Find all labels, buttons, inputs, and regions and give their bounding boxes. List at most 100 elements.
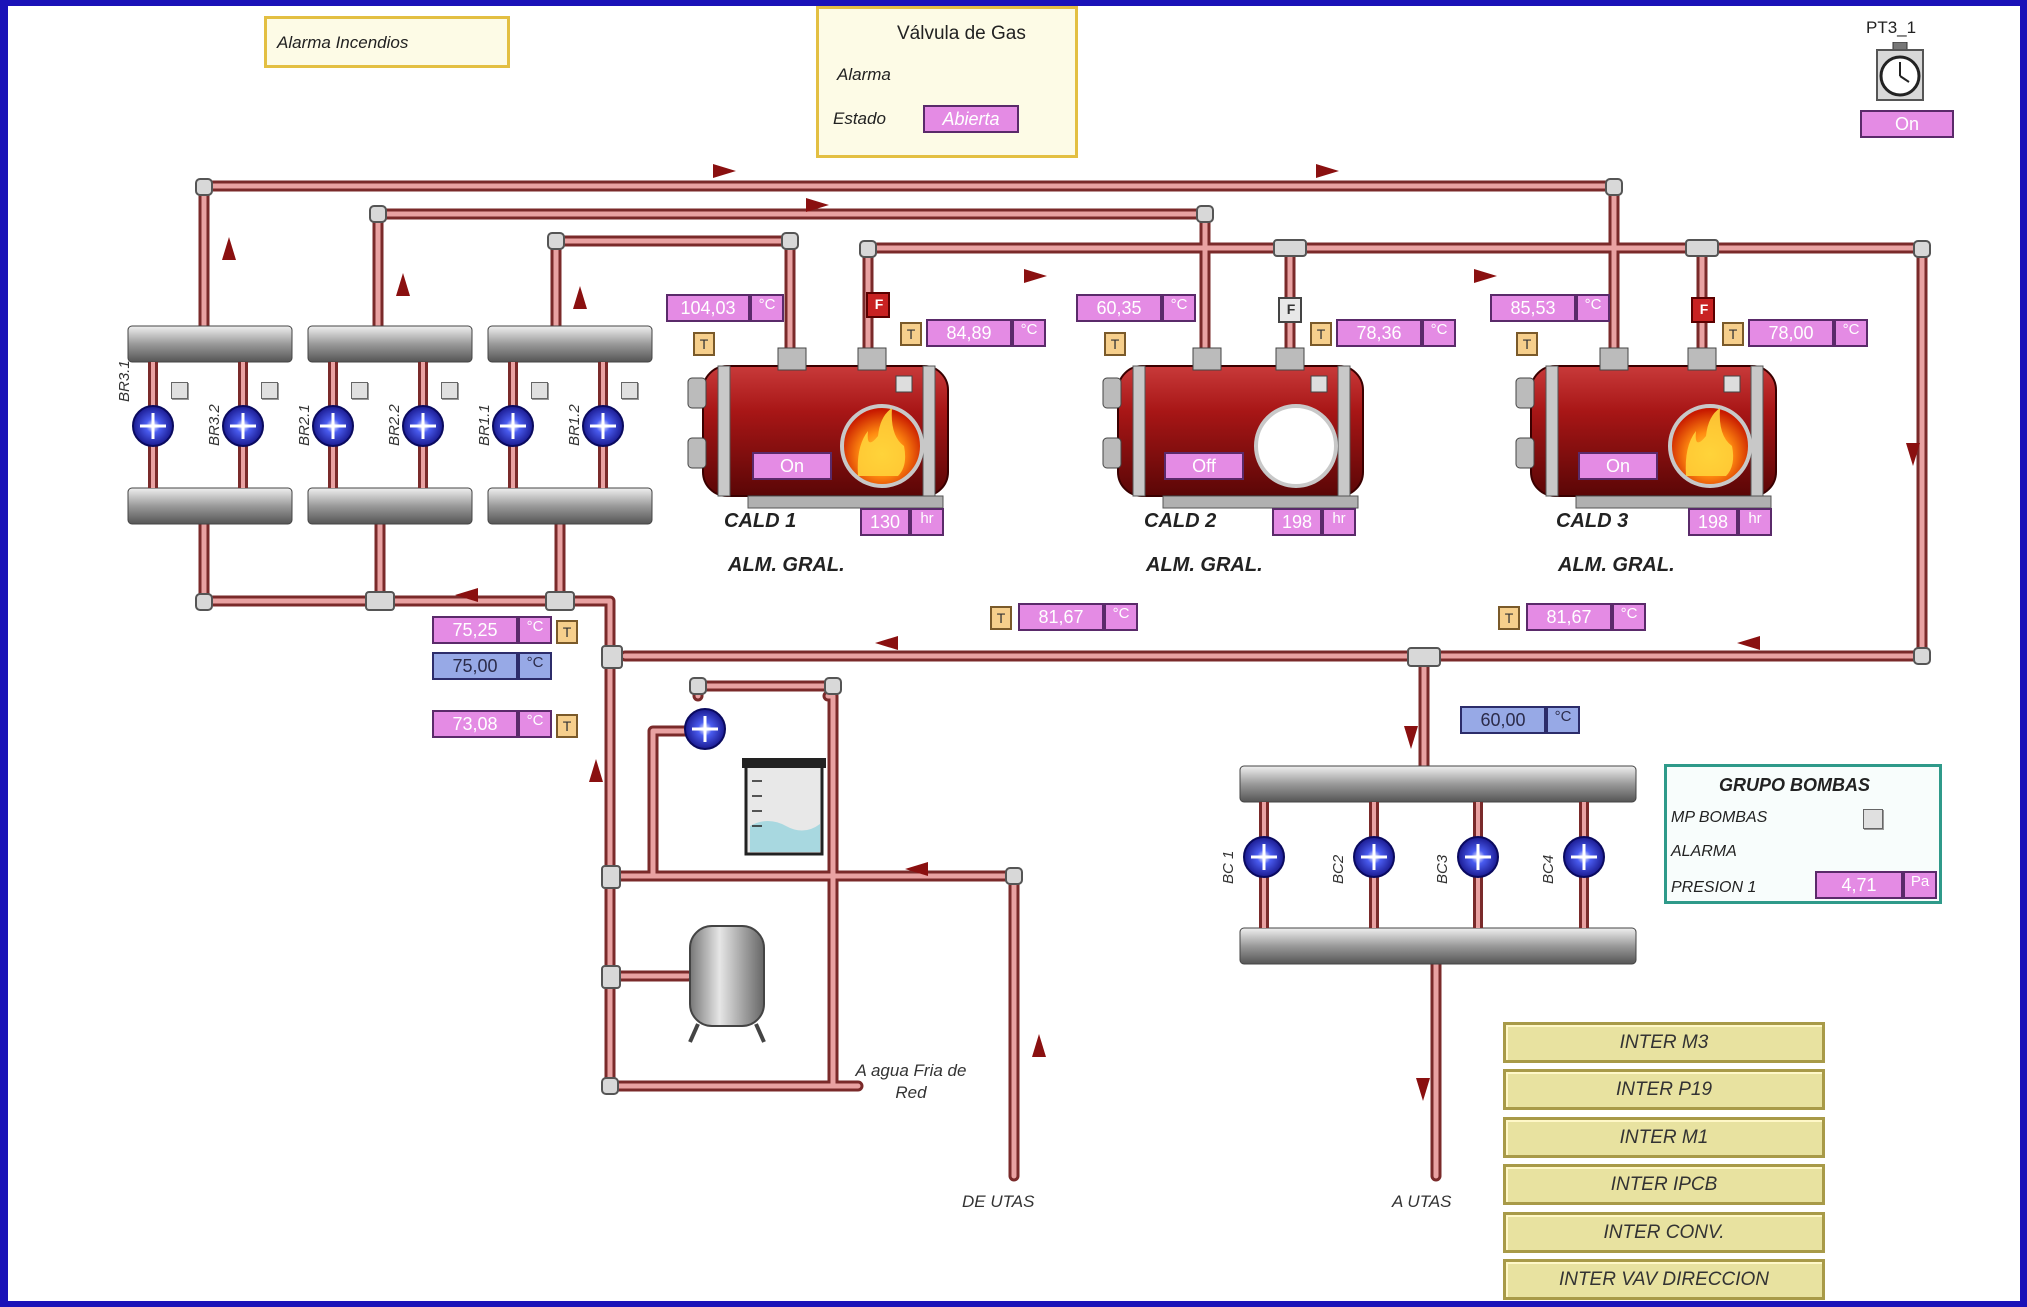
- inter-ipcb-button[interactable]: INTER IPCB: [1503, 1164, 1825, 1205]
- pump-br1-1-checkbox[interactable]: [531, 382, 548, 399]
- inter-vav-direccion-button[interactable]: INTER VAV DIRECCION: [1503, 1259, 1825, 1300]
- gas-valve-state-label: Estado: [833, 109, 886, 128]
- boiler-3-temp-in: 78,00: [1748, 319, 1834, 347]
- boiler-2-name: CALD 2: [1144, 510, 1217, 532]
- mix-setpoint-unit: °C: [518, 652, 552, 680]
- boiler-3-temp-in-unit: °C: [1834, 319, 1868, 347]
- boiler-2-state[interactable]: Off: [1164, 452, 1244, 480]
- mix-temp-2-unit: °C: [518, 710, 552, 738]
- gas-valve-panel: Válvula de Gas Alarma Estado Abierta: [816, 6, 1078, 158]
- timer-title: PT3_1: [1866, 18, 1917, 37]
- pump-br1-1-label: BR1.1: [476, 404, 493, 446]
- pump-group-alarm-label: ALARMA: [1671, 843, 1737, 860]
- pump-br1-2-checkbox[interactable]: [621, 382, 638, 399]
- pump-bc4-label: BC4: [1540, 854, 1557, 884]
- boiler-3-temp-out-unit: °C: [1576, 294, 1610, 322]
- valve-3-letter: F: [1699, 301, 1709, 317]
- boiler-1-temp-out: 104,03: [666, 294, 750, 322]
- gas-valve-title: Válvula de Gas: [897, 23, 1026, 44]
- boiler-3-hours: 198: [1688, 508, 1738, 536]
- pump-br3-2-checkbox[interactable]: [261, 382, 278, 399]
- boiler-2-temp-out: 60,35: [1076, 294, 1162, 322]
- stopwatch-icon[interactable]: [1873, 41, 1927, 102]
- boiler-1-temp-out-unit: °C: [750, 294, 784, 322]
- mix-temp-1-unit: °C: [518, 616, 552, 644]
- pump-bc3-label: BC3: [1434, 854, 1451, 884]
- from-utas-label: DE UTAS: [962, 1192, 1035, 1211]
- pump-br2-1-checkbox[interactable]: [351, 382, 368, 399]
- pump-br2-1-label: BR2.1: [296, 404, 313, 446]
- boiler-1-temp-in: 84,89: [926, 319, 1012, 347]
- boiler-3-state[interactable]: On: [1578, 452, 1658, 480]
- valve-1-letter: F: [874, 296, 884, 312]
- gas-valve-markers[interactable]: [866, 292, 1715, 323]
- piping-diagram: [127, 164, 1931, 1182]
- mix-setpoint[interactable]: 75,00: [432, 652, 518, 680]
- inter-m1-button[interactable]: INTER M1: [1503, 1117, 1825, 1158]
- scada-canvas: F F F Alarma Incendios Válvula de Gas Al…: [8, 6, 2020, 1301]
- return-1-unit: °C: [1104, 603, 1138, 631]
- return-1-temp: 81,67: [1018, 603, 1104, 631]
- mix-temp-1: 75,25: [432, 616, 518, 644]
- pump-group-pressure-value: 4,71: [1815, 871, 1903, 899]
- return-2-temp: 81,67: [1526, 603, 1612, 631]
- boiler-3-name: CALD 3: [1556, 510, 1629, 532]
- boiler-1-body: [687, 347, 949, 509]
- boiler-2-temp-out-unit: °C: [1162, 294, 1196, 322]
- pump-bc2-label: BC2: [1330, 854, 1347, 884]
- boiler-2-body: [1102, 347, 1364, 509]
- boiler-2-in-sensor[interactable]: T: [1310, 322, 1332, 346]
- secondary-setpoint[interactable]: 60,00: [1460, 706, 1546, 734]
- boiler-3-out-sensor[interactable]: T: [1516, 332, 1538, 356]
- pump-br3-2-label: BR3.2: [206, 404, 223, 446]
- boiler-1-state[interactable]: On: [752, 452, 832, 480]
- expansion-tank: [688, 925, 766, 1043]
- pump-group-panel: GRUPO BOMBAS MP BOMBAS ALARMA PRESION 1 …: [1664, 764, 1942, 904]
- boiler-2-out-sensor[interactable]: T: [1104, 332, 1126, 356]
- mix-temp-1-sensor[interactable]: T: [556, 620, 578, 644]
- boiler-2-hours: 198: [1272, 508, 1322, 536]
- pump-br3-1-label: BR3.1: [116, 360, 133, 402]
- boiler-1-in-sensor[interactable]: T: [900, 322, 922, 346]
- boiler-2-temp-in-unit: °C: [1422, 319, 1456, 347]
- boiler-3-in-sensor[interactable]: T: [1722, 322, 1744, 346]
- pump-br1-2-label: BR1.2: [566, 404, 583, 446]
- boiler-1-temp-in-unit: °C: [1012, 319, 1046, 347]
- boiler-3-body: [1515, 347, 1777, 509]
- boiler-1-location: ALM. GRAL.: [728, 554, 845, 576]
- inter-m3-button[interactable]: INTER M3: [1503, 1022, 1825, 1063]
- pump-group-title: GRUPO BOMBAS: [1719, 775, 1871, 795]
- fire-alarm-label: Alarma Incendios: [277, 33, 409, 52]
- boiler-3-hours-unit: hr: [1738, 508, 1772, 536]
- boiler-1-hours: 130: [860, 508, 910, 536]
- pump-bc1-label: BC 1: [1220, 850, 1237, 884]
- mix-temp-2: 73,08: [432, 710, 518, 738]
- gas-valve-state-value: Abierta: [923, 105, 1019, 133]
- boiler-2-hours-unit: hr: [1322, 508, 1356, 536]
- pump-group-mp-label: MP BOMBAS: [1671, 809, 1768, 826]
- boiler-1-name: CALD 1: [724, 510, 797, 532]
- pump-br2-2-checkbox[interactable]: [441, 382, 458, 399]
- boiler-2-location: ALM. GRAL.: [1146, 554, 1263, 576]
- return-2-unit: °C: [1612, 603, 1646, 631]
- pump-group-pressure-unit: Pa: [1903, 871, 1937, 899]
- pump-br3-1-checkbox[interactable]: [171, 382, 188, 399]
- cold-water-label: A agua Fria de Red: [855, 1061, 967, 1102]
- gas-valve-alarm-label: Alarma: [837, 65, 891, 84]
- inter-conv-button[interactable]: INTER CONV.: [1503, 1212, 1825, 1253]
- boiler-2-temp-in: 78,36: [1336, 319, 1422, 347]
- secondary-setpoint-unit: °C: [1546, 706, 1580, 734]
- mix-temp-2-sensor[interactable]: T: [556, 714, 578, 738]
- pump-br2-2-label: BR2.2: [386, 404, 403, 446]
- to-utas-label: A UTAS: [1392, 1192, 1452, 1211]
- fire-alarm-panel[interactable]: Alarma Incendios: [264, 16, 510, 68]
- pump-group-mp-checkbox[interactable]: [1863, 809, 1883, 829]
- boiler-3-location: ALM. GRAL.: [1558, 554, 1675, 576]
- boiler-1-hours-unit: hr: [910, 508, 944, 536]
- valve-2-letter: F: [1286, 301, 1296, 317]
- boiler-1-out-sensor[interactable]: T: [693, 332, 715, 356]
- inter-p19-button[interactable]: INTER P19: [1503, 1069, 1825, 1110]
- return-2-sensor[interactable]: T: [1498, 606, 1520, 630]
- return-1-sensor[interactable]: T: [990, 606, 1012, 630]
- water-softener-tank: [742, 758, 826, 856]
